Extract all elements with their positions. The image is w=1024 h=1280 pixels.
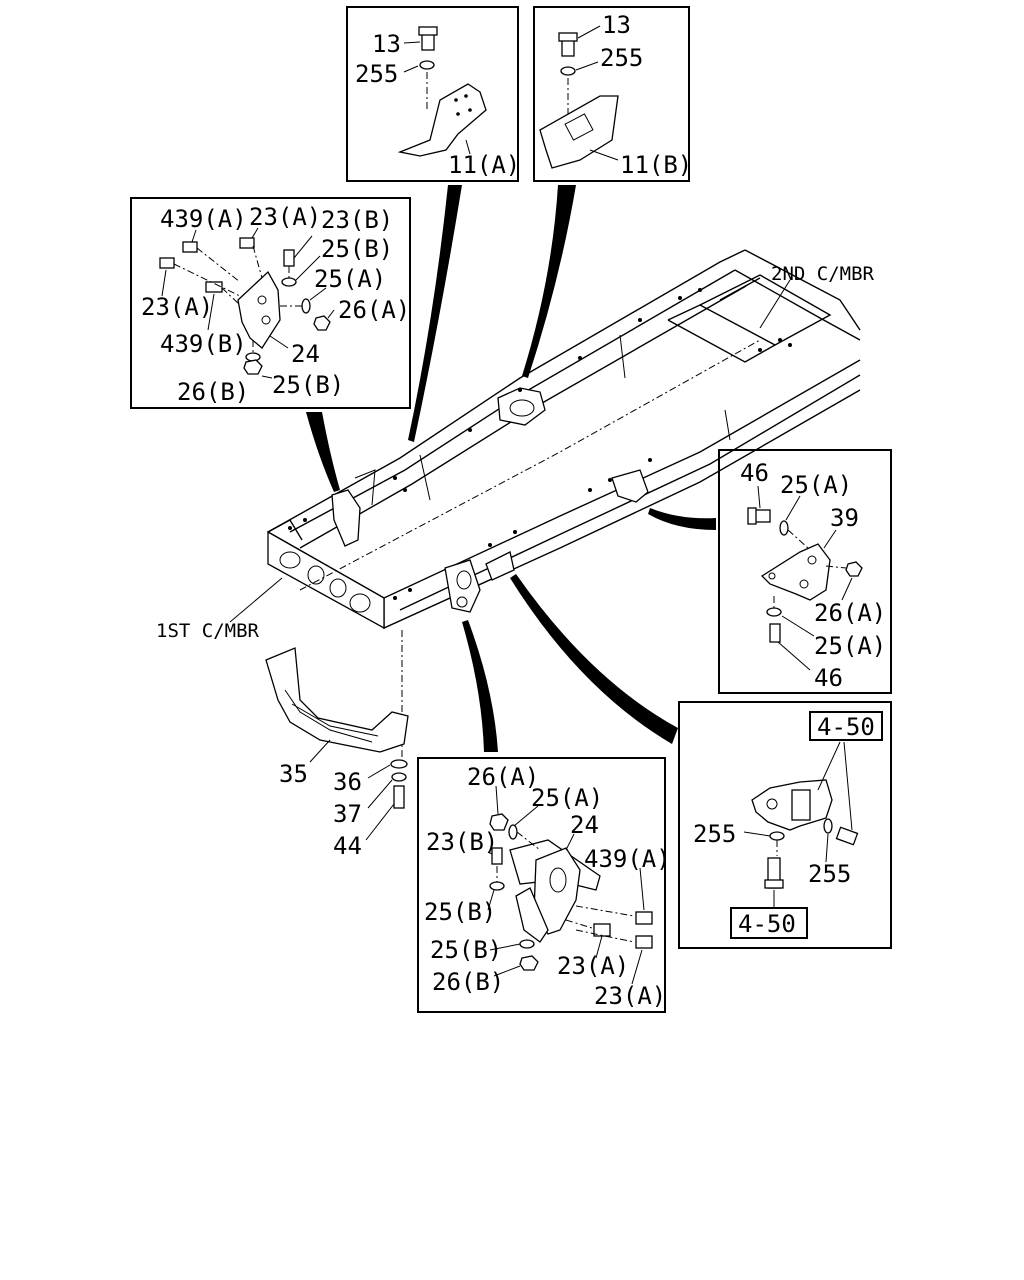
label-39: 39 [830,504,859,532]
bolt-23b-icon [283,249,295,267]
label-24: 24 [291,340,320,368]
label-25b-top: 25(B) [424,898,496,926]
label-25a: 25(A) [531,784,603,812]
label-2nd-crossmember: 2ND C/MBR [771,263,875,285]
box-upper-left: 439(A) 23(A) 23(B) 25(B) 25(A) 26(A) 23(… [130,197,411,409]
label-439b: 439(B) [160,330,247,358]
label-439a: 439(A) [584,845,671,873]
bolt-23a-left-icon [159,257,175,269]
label-23b: 23(B) [321,206,393,234]
box-right-lower: 4-50 255 255 4-50 [678,701,892,949]
label-ref-top: 4-50 [817,713,875,741]
bolt-23a-icon [239,237,255,249]
washer-255-right-icon [823,818,833,834]
box-11b: 13 255 11(B) [533,6,692,182]
bolt-23b-icon [491,847,503,865]
label-26a: 26(A) [814,599,886,627]
washer-25a-bottom-icon [766,607,782,617]
nut-26b-icon [519,955,539,971]
label-26b: 26(B) [432,968,504,996]
label-24: 24 [570,811,599,839]
label-ref-bottom: 4-50 [738,910,796,938]
label-44: 44 [333,832,362,860]
label-255-a: 255 [355,60,398,88]
bracket-11a-icon [397,83,487,157]
callout-leaders [306,185,716,752]
label-255-b: 255 [600,44,643,72]
box-11a: 13 255 11(A) [346,6,520,182]
label-255-left: 255 [693,820,736,848]
rivet-dots [288,288,792,600]
label-1st-crossmember: 1ST C/MBR [156,620,260,642]
label-46-top: 46 [740,459,769,487]
label-35: 35 [279,760,308,788]
box-lower-center: 26(A) 25(A) 24 23(B) 439(A) 25(B) 25(B) … [417,757,671,1013]
label-36: 36 [333,768,362,796]
nut-26a-icon [313,315,331,331]
label-26a: 26(A) [467,763,539,791]
label-439a-top: 439(A) [160,205,247,233]
washer-25b-icon [281,277,297,287]
washer-25b-lower-icon [245,352,261,362]
nut-26a-icon [845,561,863,577]
washer-25b-bottom-icon [519,939,535,949]
bracket-39-icon [760,543,831,601]
washer-255-left-icon [769,831,785,841]
bolt-right-icon [835,826,859,846]
bracket-24-icon [237,270,281,349]
label-11a: 11(A) [448,151,520,179]
nut-26a-icon [489,813,509,831]
label-23b: 23(B) [426,828,498,856]
stud-439b-icon [205,281,223,293]
stud-439a-icon [635,911,653,925]
chassis-frame [267,249,861,760]
loose-parts: 35 36 37 44 [265,647,409,860]
label-25b-bottom: 25(B) [430,936,502,964]
washer-255-icon [419,60,435,70]
label-26b: 26(B) [177,378,249,406]
ref-box-bottom [730,907,808,939]
chassis-labels: 2ND C/MBR 1ST C/MBR [156,263,875,642]
washer-25b-top-icon [489,881,505,891]
box-right-upper: 46 25(A) 39 26(A) 25(A) 46 [718,449,892,694]
bolt-44-icon [393,785,405,809]
ref-box-top [809,711,883,741]
label-37: 37 [333,800,362,828]
label-11b: 11(B) [620,151,692,179]
label-23a-top: 23(A) [249,203,321,231]
stud-439a-icon [182,241,198,253]
label-25a-top: 25(A) [780,471,852,499]
bolt-23a-bottom-icon [635,935,653,949]
label-26a: 26(A) [338,296,410,324]
label-23a-mid: 23(A) [557,952,629,980]
label-13-a: 13 [372,30,401,58]
label-23a-bottom: 23(A) [594,982,666,1010]
nut-26b-icon [243,359,263,375]
washer-255-icon [560,66,576,76]
label-46-bottom: 46 [814,664,843,692]
label-25a: 25(A) [314,265,386,293]
label-23a-left: 23(A) [141,293,213,321]
washer-36-icon [390,759,408,769]
label-25a-bottom: 25(A) [814,632,886,660]
guard-35-icon [265,647,409,753]
label-25b-top: 25(B) [321,235,393,263]
washer-25a-icon [301,298,311,314]
label-255-right: 255 [808,860,851,888]
washer-37-icon [391,772,407,782]
washer-25a-top-icon [779,520,789,536]
label-13-b: 13 [602,11,631,39]
washer-25a-icon [508,824,518,840]
bolt-46-bottom-icon [769,623,781,643]
label-25b-bottom: 25(B) [272,371,344,399]
